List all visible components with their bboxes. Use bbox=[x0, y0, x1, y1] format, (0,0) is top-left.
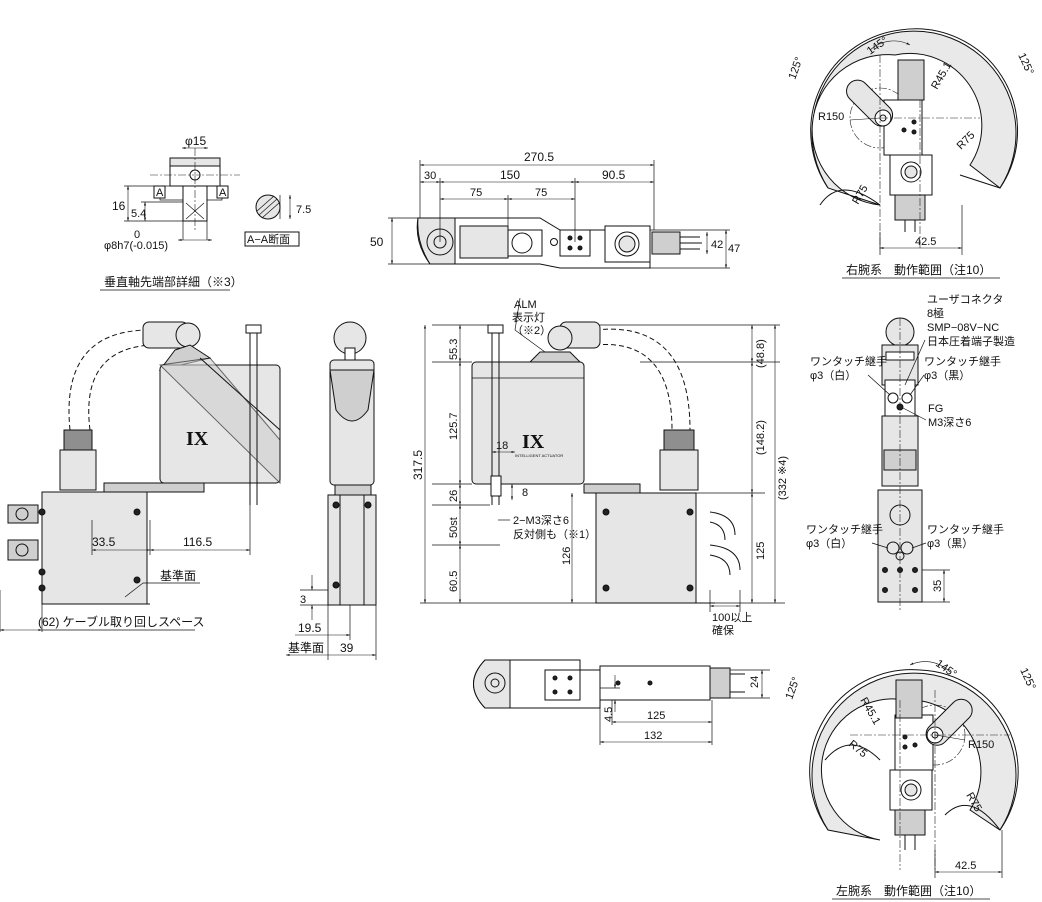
dim-50: 50 bbox=[370, 235, 384, 249]
dim-270-5: 270.5 bbox=[524, 150, 554, 164]
dim-125-front: 125 bbox=[755, 542, 767, 560]
side-view: IX 33.5 116.5 基準面 (62) ケーブル取り回しスペース bbox=[0, 321, 281, 632]
dim-4-5: 4.5 bbox=[603, 707, 615, 722]
dim-33-5: 33.5 bbox=[92, 535, 116, 549]
right-r45-1: R45.1 bbox=[929, 60, 954, 91]
connector-line2: 8極 bbox=[927, 306, 944, 320]
connector-line3: SMP−08V−NC bbox=[927, 322, 999, 334]
left-r75-a: R75 bbox=[846, 738, 869, 760]
dim-317-5: 317.5 bbox=[411, 450, 425, 480]
dim-126: 126 bbox=[561, 547, 573, 565]
dim-125-7: 125.7 bbox=[448, 412, 460, 440]
joint-black-label-1: ワンタッチ継手 bbox=[924, 354, 1001, 368]
clearance-1: 100以上 bbox=[712, 611, 752, 624]
rear-view: ユーザコネクタ 8極 SMP−08V−NC 日本圧着端子製造 ワンタッチ継手 φ… bbox=[806, 293, 1015, 610]
dim-39: 39 bbox=[340, 641, 354, 655]
bottom-view: 24 4.5 125 132 bbox=[473, 659, 770, 745]
dim-19-5: 19.5 bbox=[298, 621, 322, 635]
left-125-right: 125° bbox=[1017, 666, 1037, 692]
left-42-5: 42.5 bbox=[955, 860, 976, 872]
alm-lamp-line1: ALM bbox=[514, 299, 537, 311]
dim-125-bottom: 125 bbox=[647, 710, 665, 722]
front-view: IX INTELLIGENT ACTUATOR 317.5 55.3 125.7… bbox=[411, 297, 789, 637]
left-caption: 左腕系 動作範囲（注10） bbox=[836, 883, 981, 898]
top-view: 270.5 30 150 90.5 75 75 50 42 47 bbox=[370, 150, 740, 269]
right-caption: 右腕系 動作範囲（注10） bbox=[846, 262, 991, 277]
tap-note-1: 2−M3深さ6 bbox=[513, 514, 569, 527]
dim-7-5-label: 7.5 bbox=[296, 204, 311, 216]
ref-face-end: 基準面 bbox=[288, 640, 324, 655]
joint-white-label-4: φ3（白） bbox=[806, 536, 852, 550]
section-mark-right: A bbox=[219, 187, 227, 199]
joint-black-label-3: ワンタッチ継手 bbox=[927, 522, 1004, 536]
right-r75-a: R75 bbox=[955, 129, 978, 152]
dim-60-5: 60.5 bbox=[448, 571, 460, 592]
ix-logo-front: IX bbox=[522, 431, 545, 453]
right-125-left: 125° bbox=[787, 56, 806, 81]
connector-line1: ユーザコネクタ bbox=[927, 293, 1003, 306]
dim-116-5: 116.5 bbox=[183, 535, 212, 549]
dim-48-8: (48.8) bbox=[755, 339, 767, 368]
dim-8: 8 bbox=[522, 487, 528, 499]
shaft-fit-label: φ8h7(-0.015) bbox=[104, 240, 168, 252]
right-r150: R150 bbox=[818, 111, 844, 123]
dim-332: (332 ※4) bbox=[777, 456, 789, 500]
dim-150: 150 bbox=[500, 168, 520, 182]
section-mark-left: A bbox=[156, 187, 164, 199]
alm-lamp-line3: （※2） bbox=[512, 324, 551, 337]
fg-label-1: FG bbox=[928, 403, 943, 415]
dim-75-a: 75 bbox=[470, 187, 482, 199]
joint-white-label-3: ワンタッチ継手 bbox=[806, 522, 883, 536]
left-arm-range: R150 R45.1 R75 R75 145° 125° 125° 42.5 左… bbox=[784, 658, 1038, 900]
dim-26: 26 bbox=[448, 490, 460, 502]
tap-note-2: 反対側も（※1） bbox=[513, 527, 596, 541]
dim-148-2: (148.2) bbox=[755, 420, 767, 455]
logo-sub-front: INTELLIGENT ACTUATOR bbox=[515, 453, 563, 458]
ix-logo-side: IX bbox=[186, 428, 209, 450]
dia-top-label: φ15 bbox=[185, 134, 206, 148]
right-42-5: 42.5 bbox=[915, 236, 936, 248]
dim-5-4-label: 5.4 bbox=[131, 208, 146, 220]
dim-18: 18 bbox=[496, 440, 508, 452]
dim-90-5: 90.5 bbox=[602, 168, 626, 182]
joint-black-label-2: φ3（黒） bbox=[924, 369, 970, 382]
dim-42: 42 bbox=[711, 239, 723, 251]
ref-face-side: 基準面 bbox=[160, 568, 196, 583]
dim-3: 3 bbox=[300, 594, 306, 606]
right-arm-range: R150 R45.1 R75 R75 145° 125° 125° 42.5 右… bbox=[787, 28, 1036, 279]
end-view: 3 19.5 基準面 39 bbox=[286, 321, 377, 660]
left-125-left: 125° bbox=[784, 676, 803, 701]
dim-55-3: 55.3 bbox=[448, 339, 460, 360]
dim-75-b: 75 bbox=[535, 187, 547, 199]
right-125-right: 125° bbox=[1015, 51, 1035, 77]
joint-black-label-4: φ3（黒） bbox=[927, 537, 973, 550]
joint-white-label-1: ワンタッチ継手 bbox=[810, 354, 887, 368]
joint-white-label-2: φ3（白） bbox=[810, 368, 856, 382]
cable-space-label: (62) ケーブル取り回しスペース bbox=[38, 614, 205, 629]
dim-50st: 50st bbox=[448, 517, 460, 538]
left-r150: R150 bbox=[968, 739, 994, 751]
clearance-2: 確保 bbox=[712, 623, 734, 637]
fg-label-2: M3深さ6 bbox=[928, 416, 971, 429]
tolerance-zero-label: 0 bbox=[134, 229, 140, 241]
shaft-detail: φ15 16 5.4 A A 0 φ8h7(-0.015) 垂直軸先端部詳細（※… bbox=[100, 134, 311, 291]
dim-24: 24 bbox=[749, 676, 761, 688]
dim-132: 132 bbox=[644, 730, 662, 742]
dim-30: 30 bbox=[424, 170, 436, 182]
alm-lamp-line2: 表示灯 bbox=[512, 310, 545, 324]
section-label: A−A断面 bbox=[247, 232, 290, 246]
detail-caption: 垂直軸先端部詳細（※3） bbox=[104, 274, 243, 289]
dim-47: 47 bbox=[728, 243, 740, 255]
dim-16-label: 16 bbox=[112, 199, 126, 213]
dim-35: 35 bbox=[932, 580, 944, 592]
connector-line4: 日本圧着端子製造 bbox=[927, 334, 1015, 348]
